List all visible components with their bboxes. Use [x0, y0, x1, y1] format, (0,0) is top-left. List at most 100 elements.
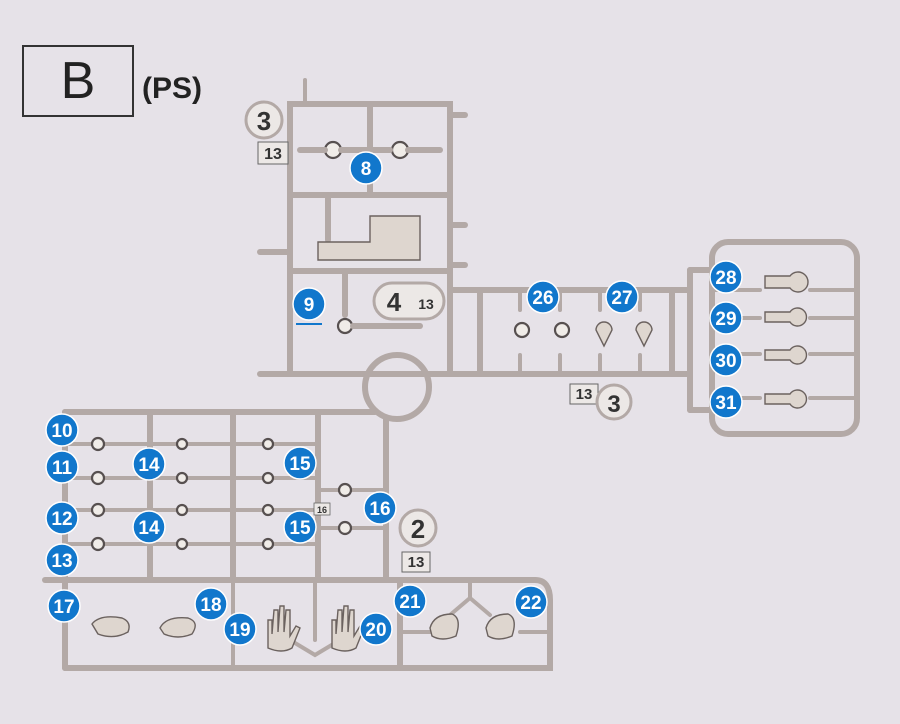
ring-part — [175, 471, 189, 485]
part-number-8: 8 — [349, 151, 383, 185]
frame-mark-m3-right: 3 — [595, 383, 633, 421]
part-number-28: 28 — [709, 260, 743, 294]
bottom-frame — [42, 577, 553, 671]
part-number-18: 18 — [194, 587, 228, 621]
left-lower-parts — [90, 436, 353, 552]
svg-text:16: 16 — [317, 505, 327, 515]
sheet-letter-box: B — [22, 45, 134, 117]
svg-text:21: 21 — [399, 592, 421, 613]
part-number-22: 22 — [514, 585, 548, 619]
svg-text:13: 13 — [408, 554, 425, 571]
svg-text:19: 19 — [229, 620, 250, 641]
ring-part — [337, 520, 353, 536]
frame-mark-m2: 2 — [398, 508, 438, 548]
arm-part — [764, 271, 809, 293]
frame-mark-m3-top: 3 — [244, 100, 284, 140]
ring-part — [336, 317, 354, 335]
frame-mark-m13-right: 13 — [569, 383, 599, 405]
part-number-20: 20 — [359, 612, 393, 646]
svg-text:14: 14 — [138, 455, 160, 476]
part-number-31: 31 — [709, 385, 743, 419]
ring-part — [90, 536, 106, 552]
part-number-29: 29 — [709, 301, 743, 335]
ring-part — [261, 471, 275, 485]
svg-text:15: 15 — [289, 518, 311, 539]
hand-part — [331, 605, 365, 652]
ring-part — [553, 321, 571, 339]
upper-frame — [257, 78, 468, 377]
part-number-21: 21 — [393, 584, 427, 618]
svg-text:4: 4 — [387, 287, 402, 317]
foot-part — [159, 617, 196, 638]
svg-text:28: 28 — [715, 268, 736, 289]
upper-parts — [297, 140, 443, 335]
ring-part — [175, 437, 189, 451]
svg-text:22: 22 — [520, 593, 541, 614]
svg-text:3: 3 — [607, 391, 620, 418]
foot-part — [91, 616, 130, 638]
block-part — [317, 215, 421, 261]
svg-text:14: 14 — [138, 518, 160, 539]
right-middle-parts — [513, 321, 653, 348]
svg-text:30: 30 — [715, 351, 736, 372]
svg-text:29: 29 — [715, 309, 736, 330]
svg-text:31: 31 — [715, 393, 737, 414]
part-number-11: 11 — [45, 450, 79, 484]
drop-part — [595, 321, 613, 348]
part-number-17: 17 — [47, 589, 81, 623]
hub-ring — [362, 352, 432, 422]
frame-mark-m4: 4 13 — [372, 281, 446, 321]
svg-text:13: 13 — [51, 551, 72, 572]
svg-text:13: 13 — [576, 386, 593, 403]
svg-text:12: 12 — [51, 509, 72, 530]
part-number-10: 10 — [45, 413, 79, 447]
bottom-parts — [91, 605, 515, 652]
ring-part — [337, 482, 353, 498]
part-number-14b: 14 — [132, 510, 166, 544]
part-number-14a: 14 — [132, 447, 166, 481]
ring-part — [90, 470, 106, 486]
part-number-27: 27 — [605, 280, 639, 314]
far-right-frame — [687, 239, 860, 437]
part-number-13: 13 — [45, 543, 79, 577]
right-middle-frame — [447, 287, 693, 377]
part-number-15b: 15 — [283, 510, 317, 544]
part-number-9: 9 — [292, 287, 326, 321]
part-number-16: 16 — [363, 491, 397, 525]
svg-text:26: 26 — [532, 288, 553, 309]
left-lower-frame — [62, 409, 389, 583]
svg-text:13: 13 — [418, 296, 434, 312]
part-number-15a: 15 — [283, 446, 317, 480]
svg-text:11: 11 — [52, 458, 73, 479]
svg-text:17: 17 — [53, 597, 74, 618]
ring-part — [175, 503, 189, 517]
ring-part — [90, 502, 106, 518]
ring-part — [175, 537, 189, 551]
svg-text:13: 13 — [264, 146, 282, 163]
arm-part — [764, 307, 808, 327]
material-label: (PS) — [142, 72, 202, 105]
fist-part — [429, 613, 459, 640]
svg-text:3: 3 — [257, 106, 271, 136]
svg-text:20: 20 — [365, 620, 386, 641]
svg-text:27: 27 — [611, 288, 632, 309]
part-number-19: 19 — [223, 612, 257, 646]
part-number-30: 30 — [709, 343, 743, 377]
svg-text:8: 8 — [361, 159, 372, 180]
frame-mark-m13-lower: 13 — [401, 551, 431, 573]
ring-part — [90, 436, 106, 452]
far-right-parts — [764, 271, 809, 409]
fist-part — [485, 613, 515, 640]
ring-part — [261, 503, 275, 517]
ring-part — [261, 537, 275, 551]
svg-text:10: 10 — [51, 421, 72, 442]
svg-text:2: 2 — [411, 514, 425, 544]
hand-part — [267, 605, 301, 652]
part-number-12: 12 — [45, 501, 79, 535]
sheet-letter: B — [60, 52, 96, 110]
svg-text:18: 18 — [200, 595, 221, 616]
arm-part — [764, 389, 808, 409]
svg-text:9: 9 — [304, 295, 315, 316]
arm-part — [764, 345, 808, 365]
